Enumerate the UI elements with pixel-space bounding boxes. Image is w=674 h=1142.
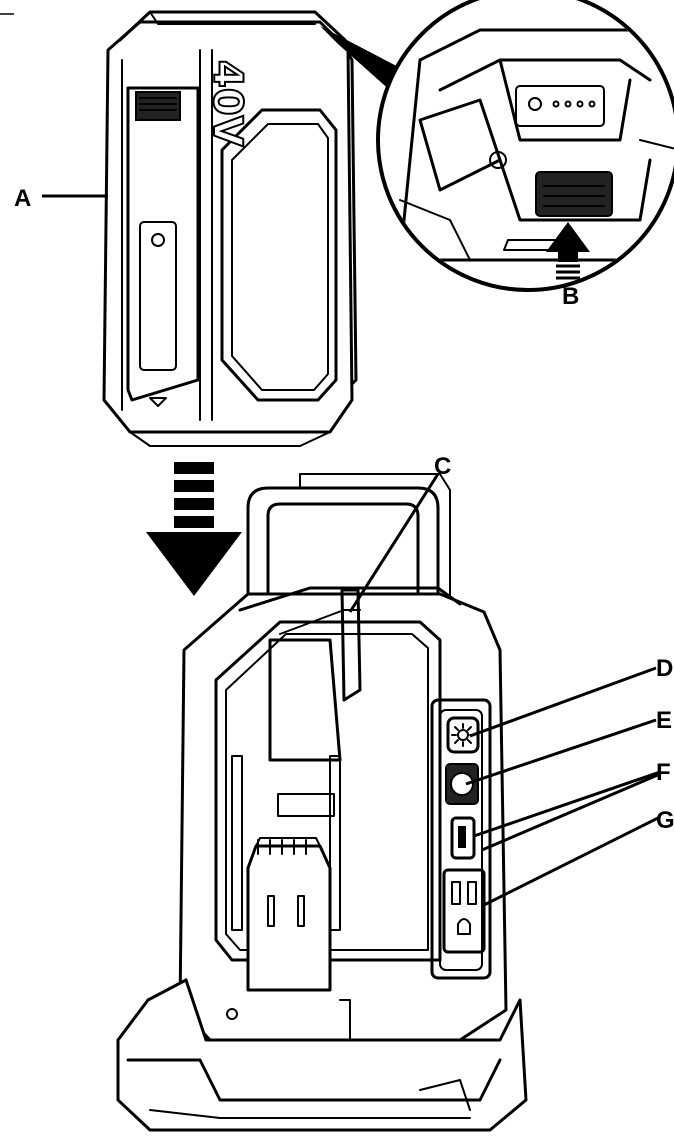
callout-d: D bbox=[656, 655, 673, 682]
callout-a: A bbox=[14, 185, 31, 212]
leader-c bbox=[348, 473, 440, 613]
light-icon bbox=[451, 723, 475, 747]
charger-base bbox=[116, 473, 528, 1132]
battery-pack: 40V bbox=[102, 10, 358, 447]
detail-inset bbox=[376, 0, 674, 292]
callout-c: C bbox=[434, 453, 451, 480]
push-arrow bbox=[546, 222, 590, 262]
power-icon bbox=[450, 772, 474, 796]
leader-e bbox=[465, 718, 657, 786]
callout-e: E bbox=[656, 707, 672, 734]
leader-g bbox=[481, 816, 659, 908]
zoom-wedge bbox=[320, 26, 408, 92]
usb-ports bbox=[450, 816, 476, 860]
callout-b: B bbox=[562, 283, 579, 310]
leader-d bbox=[469, 666, 657, 738]
leader-f1 bbox=[473, 770, 661, 838]
light-button bbox=[446, 716, 480, 754]
brand-mark-40v: 40V bbox=[204, 60, 250, 147]
insert-down-arrow bbox=[146, 462, 242, 596]
ac-outlet bbox=[442, 868, 486, 954]
callout-f: F bbox=[656, 759, 671, 786]
callout-g: G bbox=[656, 807, 674, 834]
leader-f2 bbox=[481, 772, 661, 852]
